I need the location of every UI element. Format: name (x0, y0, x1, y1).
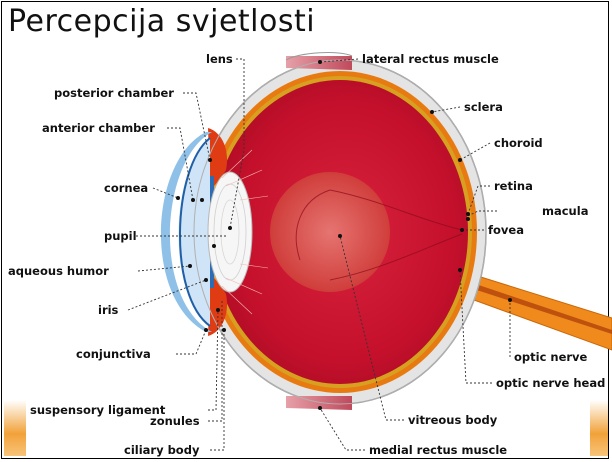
label-cornea: cornea (104, 181, 148, 195)
label-sclera: sclera (464, 100, 503, 114)
label-vitreous-body: vitreous body (408, 413, 498, 427)
label-optic-nerve: optic nerve (514, 350, 588, 364)
label-macula: macula (542, 204, 588, 218)
label-pupil: pupil (104, 229, 137, 243)
label-posterior-chamber: posterior chamber (54, 86, 174, 100)
label-iris: iris (98, 303, 119, 317)
label-lateral-rectus-muscle: lateral rectus muscle (362, 52, 499, 66)
label-zonules: zonules (150, 414, 200, 428)
label-ciliary-body: ciliary body (124, 443, 200, 457)
label-retina: retina (494, 179, 533, 193)
label-lens: lens (206, 52, 233, 66)
label-aqueous-humor: aqueous humor (8, 264, 109, 278)
label-choroid: choroid (494, 136, 543, 150)
label-anterior-chamber: anterior chamber (42, 121, 155, 135)
lens-shape (208, 172, 252, 292)
label-fovea: fovea (488, 223, 524, 237)
label-optic-nerve-head: optic nerve head (496, 376, 605, 390)
label-suspensory-ligament: suspensory ligament (30, 403, 166, 417)
label-medial-rectus-muscle: medial rectus muscle (369, 443, 507, 457)
label-conjunctiva: conjunctiva (76, 347, 151, 361)
